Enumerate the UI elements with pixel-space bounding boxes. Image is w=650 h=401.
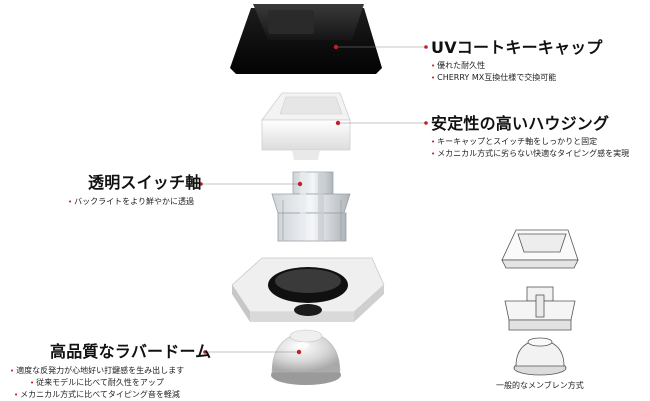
housing-top-shape	[261, 92, 351, 160]
callout-point: CHERRY MX互換仕様で交換可能	[431, 72, 603, 84]
callout-points: 適度な反発力が心地好い打鍵感を生み出します 従来モデルに比べて耐久性をアップ メ…	[10, 365, 211, 401]
leader-lines	[199, 44, 428, 355]
callout-point: 適度な反発力が心地好い打鍵感を生み出します	[10, 365, 211, 377]
callout-point: 優れた耐久性	[431, 60, 603, 72]
callout-point: メカニカル方式に劣らない快適なタイピング感を実現	[431, 148, 629, 160]
callout-title: 高品質なラバードーム	[50, 342, 212, 361]
callout-points: 優れた耐久性 CHERRY MX互換仕様で交換可能	[431, 60, 603, 84]
callout-point: バックライトをより鮮やかに透過	[68, 196, 201, 208]
keycap-shape	[230, 4, 382, 74]
callout-point: メカニカル方式に比べてタイピング音を軽減	[14, 389, 211, 401]
callout-title: 安定性の高いハウジング	[431, 114, 610, 133]
callout-stem: 透明スイッチ軸 バックライトをより鮮やかに透過	[74, 173, 202, 208]
membrane-illustration	[501, 229, 579, 376]
keycap-logo	[269, 13, 313, 31]
transparent-stem-shape	[271, 171, 351, 242]
callout-point: キーキャップとスイッチ軸をしっかりと固定	[431, 136, 629, 148]
callout-title: UVコートキーキャップ	[431, 38, 603, 57]
callout-rubber-dome: 高品質なラバードーム 適度な反発力が心地好い打鍵感を生み出します 従来モデルに比…	[10, 343, 211, 401]
rubber-dome-shape	[271, 329, 341, 385]
callout-points: バックライトをより鮮やかに透過	[68, 196, 201, 208]
callout-point: 従来モデルに比べて耐久性をアップ	[30, 377, 211, 389]
callout-points: キーキャップとスイッチ軸をしっかりと固定 メカニカル方式に劣らない快適なタイピン…	[431, 136, 629, 160]
callout-housing: 安定性の高いハウジング キーキャップとスイッチ軸をしっかりと固定 メカニカル方式…	[431, 115, 629, 160]
membrane-caption: 一般的なメンブレン方式	[496, 381, 584, 390]
callout-title: 透明スイッチ軸	[88, 173, 202, 192]
base-plate-shape	[231, 257, 385, 322]
callout-uv-keycap: UVコートキーキャップ 優れた耐久性 CHERRY MX互換仕様で交換可能	[431, 39, 603, 84]
